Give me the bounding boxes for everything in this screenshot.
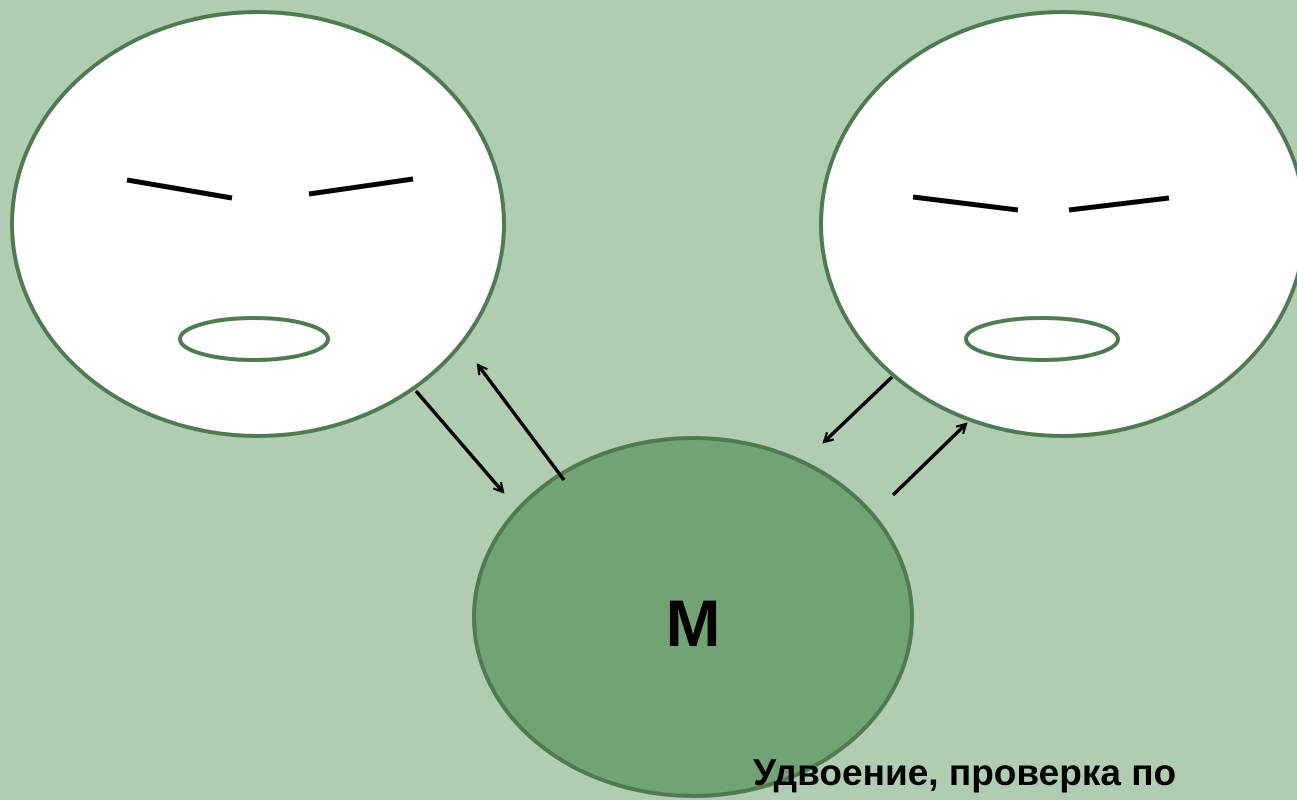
left-face-right-brow bbox=[308, 176, 414, 197]
left-face-head bbox=[10, 10, 506, 438]
arrow-center-to-left-face bbox=[476, 365, 566, 482]
center-node: М bbox=[472, 436, 914, 798]
right-face-left-brow bbox=[912, 194, 1019, 213]
right-face-mouth bbox=[964, 316, 1120, 362]
left-face bbox=[10, 10, 506, 438]
center-node-label: М bbox=[666, 586, 721, 660]
right-face-right-brow bbox=[1068, 195, 1170, 213]
center-node-circle bbox=[472, 436, 914, 798]
right-face-head bbox=[819, 10, 1297, 438]
left-face-mouth bbox=[178, 316, 330, 362]
caption-text: Удвоение, проверка по bbox=[753, 752, 1177, 793]
right-face bbox=[819, 10, 1297, 438]
arrow-right-face-to-center bbox=[824, 375, 894, 442]
left-face-left-brow bbox=[126, 177, 233, 201]
arrow-center-to-right-face bbox=[891, 424, 966, 497]
arrow-left-face-to-center bbox=[414, 389, 503, 492]
